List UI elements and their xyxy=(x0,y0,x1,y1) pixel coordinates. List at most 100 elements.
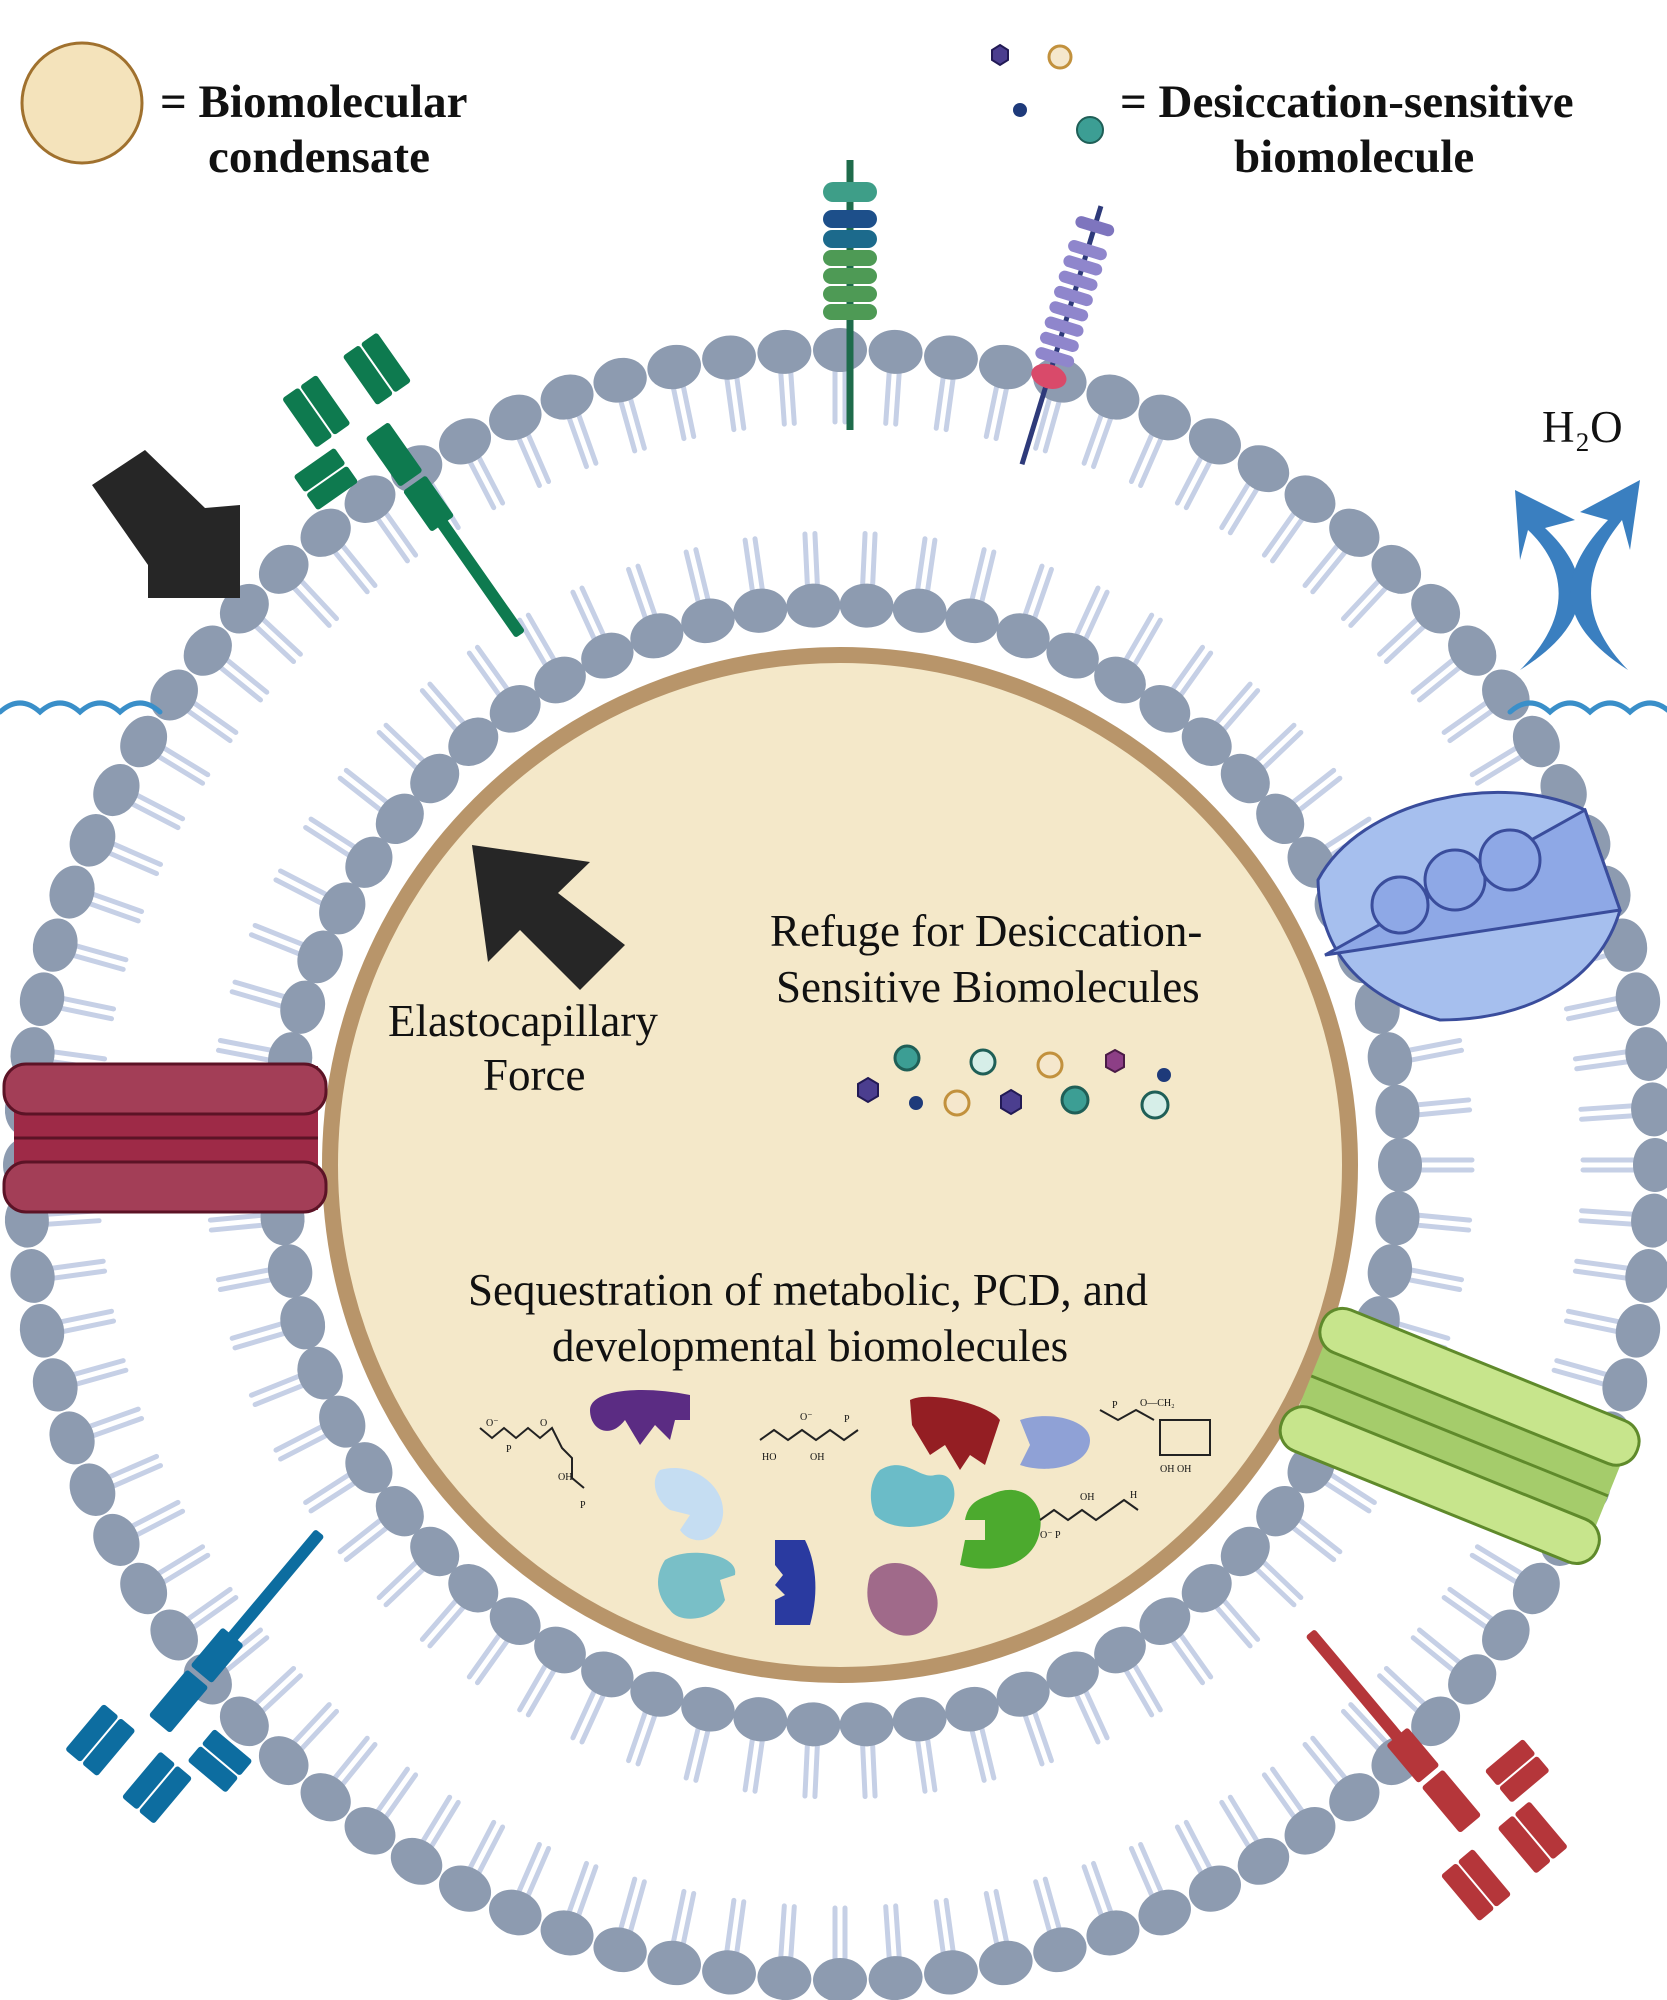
lipid-head xyxy=(892,588,947,633)
lipid-head xyxy=(319,1395,366,1448)
svg-text:OH: OH xyxy=(558,1472,572,1483)
svg-text:P: P xyxy=(1112,1400,1118,1411)
lipid-head xyxy=(868,329,923,374)
lipid-head xyxy=(10,1249,55,1303)
lipid-head xyxy=(1188,418,1241,465)
lipid-head xyxy=(1220,1526,1270,1577)
lipid-head xyxy=(630,1671,684,1717)
lipid-head xyxy=(540,1910,594,1956)
lipid-head xyxy=(297,930,343,984)
lipid-head xyxy=(1284,1807,1336,1855)
lipid-head xyxy=(1329,1773,1380,1822)
svg-text:O—CH₂: O—CH₂ xyxy=(1140,1398,1175,1409)
lipid-head xyxy=(1371,544,1422,594)
lipid-head xyxy=(32,918,78,972)
antibody-receptor-icon xyxy=(283,333,525,637)
lipid-head xyxy=(1411,583,1461,634)
legend-condensate-label: condensate xyxy=(208,131,430,183)
elastocapillary-arrow-icon xyxy=(472,845,625,990)
lipid-head xyxy=(733,588,788,633)
svg-text:HO: HO xyxy=(762,1452,776,1463)
lipid-head xyxy=(1046,1651,1099,1698)
water-evaporation-arrow-icon xyxy=(1515,480,1640,670)
antibody-receptor-icon xyxy=(66,1530,324,1823)
lipid-head xyxy=(150,669,198,721)
lipid-head xyxy=(1602,918,1648,972)
lipid-head xyxy=(390,1837,443,1885)
svg-text:P: P xyxy=(844,1414,850,1425)
lipid-head xyxy=(1033,1927,1087,1973)
svg-text:P: P xyxy=(506,1444,512,1455)
lipid-head xyxy=(702,1950,756,1995)
force-arrow-icon xyxy=(92,450,240,598)
lipid-head xyxy=(1631,1082,1667,1137)
svg-text:O⁻: O⁻ xyxy=(486,1418,499,1429)
lipid-head xyxy=(1086,374,1140,420)
lipid-head xyxy=(1367,1244,1413,1298)
lipid-head xyxy=(1220,753,1270,804)
lipid-head xyxy=(996,613,1050,659)
lipid-head xyxy=(786,583,841,628)
lipid-head xyxy=(1615,972,1661,1026)
lipid-head xyxy=(757,1956,812,2000)
lipid-head xyxy=(581,632,634,679)
lipid-head xyxy=(647,1940,701,1986)
lipid-head xyxy=(120,715,168,768)
water-label: H₂O xyxy=(1542,402,1623,452)
lipid-head xyxy=(49,1411,95,1465)
svg-text:OH OH: OH OH xyxy=(1160,1464,1191,1475)
lipid-head xyxy=(258,1736,309,1786)
lipid-head xyxy=(868,1956,923,2000)
lipid-head xyxy=(892,1697,947,1742)
lipid-head xyxy=(839,583,894,628)
svg-text:OH: OH xyxy=(810,1452,824,1463)
antibody-receptors xyxy=(66,333,1567,1921)
blue-transporter-icon xyxy=(1316,790,1623,1022)
lipid-head xyxy=(702,335,756,380)
svg-text:O⁻ P: O⁻ P xyxy=(1040,1530,1061,1541)
lipid-head xyxy=(681,598,735,644)
lipid-head xyxy=(1256,793,1305,845)
lipid-head xyxy=(1411,1696,1461,1747)
enzyme-icon xyxy=(590,1390,1090,1636)
lipid-head xyxy=(258,544,309,594)
lipid-head xyxy=(979,344,1033,390)
lipid-head xyxy=(150,1609,198,1661)
lipid-head xyxy=(534,656,586,704)
lipid-head xyxy=(1094,1626,1146,1674)
lipid-head xyxy=(813,1958,867,2000)
lipid-head xyxy=(593,1927,647,1973)
lipid-head xyxy=(219,1696,269,1747)
lipid-head xyxy=(839,1702,894,1747)
refuge-label: Sensitive Biomolecules xyxy=(776,962,1200,1012)
lipid-head xyxy=(1094,656,1146,704)
biomolecular-condensate xyxy=(322,647,1358,1683)
lipid-head xyxy=(345,836,393,888)
lipid-head xyxy=(439,418,492,465)
legend-condensate-label: = Biomolecular xyxy=(160,76,467,128)
lipid-head xyxy=(1181,717,1232,767)
lipid-head xyxy=(1448,1654,1497,1705)
lipid-head xyxy=(1602,1358,1648,1412)
water-wave-right xyxy=(1507,700,1667,716)
lipid-head xyxy=(1375,1191,1420,1246)
legend-biomolecule-icons xyxy=(991,43,1104,144)
transmembrane-receptor-icon xyxy=(1019,205,1115,466)
water-wave-left xyxy=(0,700,163,716)
antibody-receptor-icon xyxy=(1306,1630,1567,1921)
lipid-head xyxy=(439,1865,492,1912)
lipid-head xyxy=(945,598,999,644)
lipid-head xyxy=(297,1346,343,1400)
lipid-head xyxy=(1512,715,1560,768)
legend-biomolecule-label: = Desiccation-sensitive xyxy=(1120,76,1574,128)
lipid-head xyxy=(1625,1027,1667,1081)
lipid-head xyxy=(1237,1837,1290,1885)
force-label: Force xyxy=(483,1050,585,1100)
lipid-head xyxy=(1448,625,1497,676)
lipid-head xyxy=(280,980,326,1034)
legend-condensate-icon xyxy=(20,41,144,165)
lipid-head xyxy=(300,1773,351,1822)
lipid-head xyxy=(924,335,978,380)
svg-text:P: P xyxy=(580,1500,586,1511)
lipid-head xyxy=(410,1526,460,1577)
